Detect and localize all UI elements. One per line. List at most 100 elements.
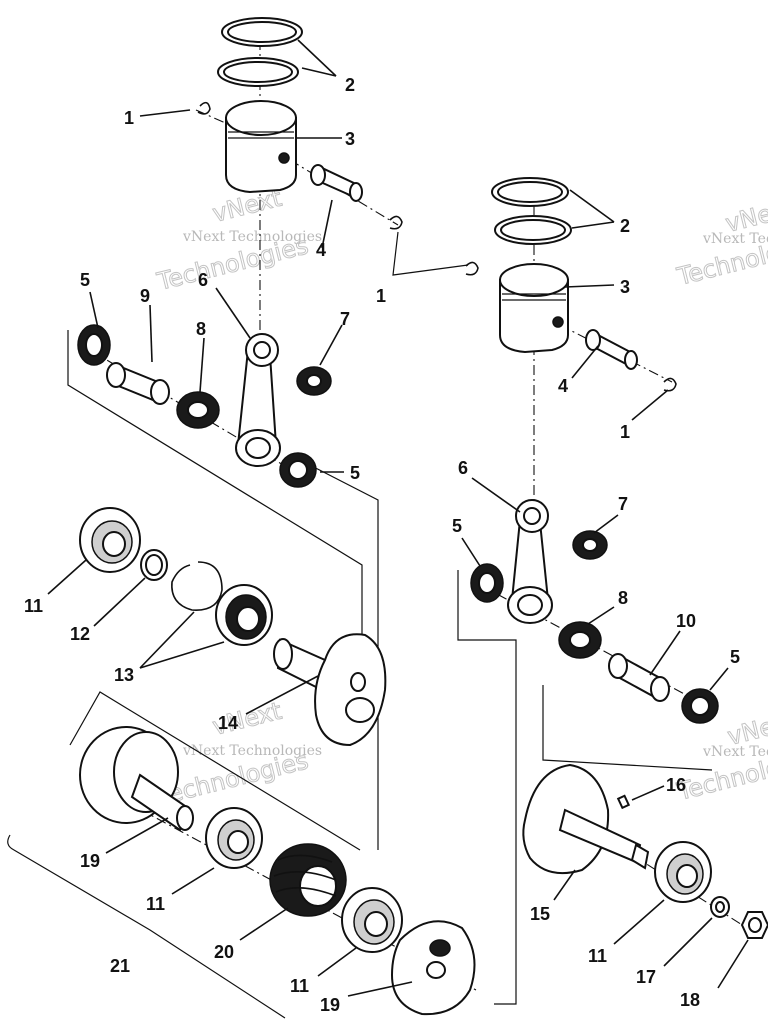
circlip-right [663, 377, 677, 392]
snap-ring-icon [171, 561, 223, 611]
piston-icon [499, 263, 569, 297]
leader-13 [139, 641, 225, 669]
callout-16: 16 [666, 775, 686, 795]
piston-icon [225, 117, 297, 194]
thrust-washer-icon [288, 460, 308, 480]
leader-2 [569, 189, 615, 223]
thrust-washers-right [470, 563, 719, 724]
leader-15 [553, 869, 576, 901]
callout-8: 8 [196, 319, 206, 339]
crank-wheel-icon [429, 939, 451, 957]
labyrinth-seal [269, 843, 347, 917]
leader-9 [149, 304, 153, 363]
crankpin-icon [106, 362, 126, 388]
piston-rings-right [491, 177, 572, 245]
callout-11: 11 [290, 976, 309, 996]
callout-1: 1 [124, 108, 134, 128]
needle-bearing-left-small [296, 366, 332, 396]
circlip-icon [389, 215, 403, 230]
wrist-pin-icon [349, 182, 363, 202]
thrust-washer-icon [478, 572, 496, 594]
big-end-bore [517, 594, 543, 616]
circlip-icon [465, 261, 479, 276]
callout-14: 14 [218, 713, 238, 733]
wrist-pin-left [310, 164, 363, 202]
connecting-rod-right [507, 499, 553, 624]
crankpin-bore [426, 961, 446, 979]
crank-wheel-center [79, 726, 194, 832]
piston-right [499, 263, 569, 354]
leader-7 [593, 514, 619, 534]
callout-1: 1 [620, 422, 630, 442]
circlip-left-side [389, 215, 479, 276]
thrust-washer-icon [85, 333, 103, 357]
wrist-pin-icon [624, 350, 638, 370]
leader-5 [709, 667, 729, 691]
needle-bearing-left-big [176, 391, 220, 429]
ball-bearing-icon [676, 864, 698, 888]
needle-bearing-right-big [558, 621, 602, 659]
thrust-washers-left [77, 324, 317, 488]
center-line-left-pin [195, 109, 231, 126]
callout-7: 7 [618, 494, 628, 514]
woodruff-key-icon [616, 794, 631, 810]
callout-13: 13 [114, 665, 134, 685]
main-bearing-center-1 [205, 807, 263, 869]
leader-11 [613, 899, 665, 945]
leader-2 [297, 39, 337, 77]
leader-8 [199, 337, 205, 393]
callout-11: 11 [588, 946, 607, 966]
callout-19: 19 [80, 851, 100, 871]
crankpin-icon [150, 379, 170, 405]
thrust-washer-icon [690, 696, 710, 716]
wrist-pin-icon [585, 329, 601, 351]
watermark-brand-full: vNext Technologies [702, 744, 768, 760]
piston-ring-icon [227, 21, 297, 43]
guide-line-left-end [299, 459, 379, 850]
piston-icon [225, 100, 297, 136]
leader-20 [239, 907, 289, 941]
crank-shaft-icon [273, 638, 293, 670]
watermark-brand-full: vNext Technologies [182, 743, 322, 759]
leader-1 [139, 109, 191, 117]
circlip-icon [663, 377, 677, 392]
callout-17: 17 [636, 967, 656, 987]
main-bearing-left-outer [79, 507, 141, 573]
nut-icon [748, 917, 762, 933]
piston-icon [499, 279, 569, 354]
callout-6: 6 [458, 458, 468, 478]
piston-left [225, 100, 297, 194]
leader-17 [663, 917, 713, 967]
ball-bearing-icon [364, 911, 388, 937]
piston-pin-hole [278, 152, 290, 164]
guide-line-circlip [392, 231, 469, 276]
callout-7: 7 [340, 309, 350, 329]
crankpin-left [106, 362, 170, 405]
leader-11 [171, 867, 215, 895]
needle-bearing-icon [582, 538, 598, 552]
leader-5 [461, 537, 481, 567]
callout-3: 3 [345, 129, 355, 149]
crankpin-icon [650, 676, 670, 702]
bracket-21 [7, 834, 286, 1019]
leader-19 [105, 817, 169, 854]
piston-ring-icon [223, 61, 293, 83]
leader-16 [631, 785, 665, 801]
ball-bearing-icon [102, 531, 126, 557]
crank-wheel-center-2 [390, 920, 476, 1016]
nut-18 [740, 911, 768, 939]
wrist-pin-right [585, 329, 638, 370]
callout-2: 2 [345, 75, 355, 95]
leader-6 [215, 287, 251, 339]
callout-11: 11 [24, 596, 43, 616]
connecting-rod-left [235, 333, 281, 467]
leader-3 [564, 284, 615, 288]
crankpin-icon [608, 653, 628, 679]
circlip-icon [197, 101, 211, 115]
callout-3: 3 [620, 277, 630, 297]
leader-11 [317, 947, 357, 977]
ball-bearing-icon [227, 830, 249, 854]
callout-21: 21 [110, 956, 130, 976]
big-end-bore [245, 437, 271, 459]
leader-5 [89, 291, 99, 329]
